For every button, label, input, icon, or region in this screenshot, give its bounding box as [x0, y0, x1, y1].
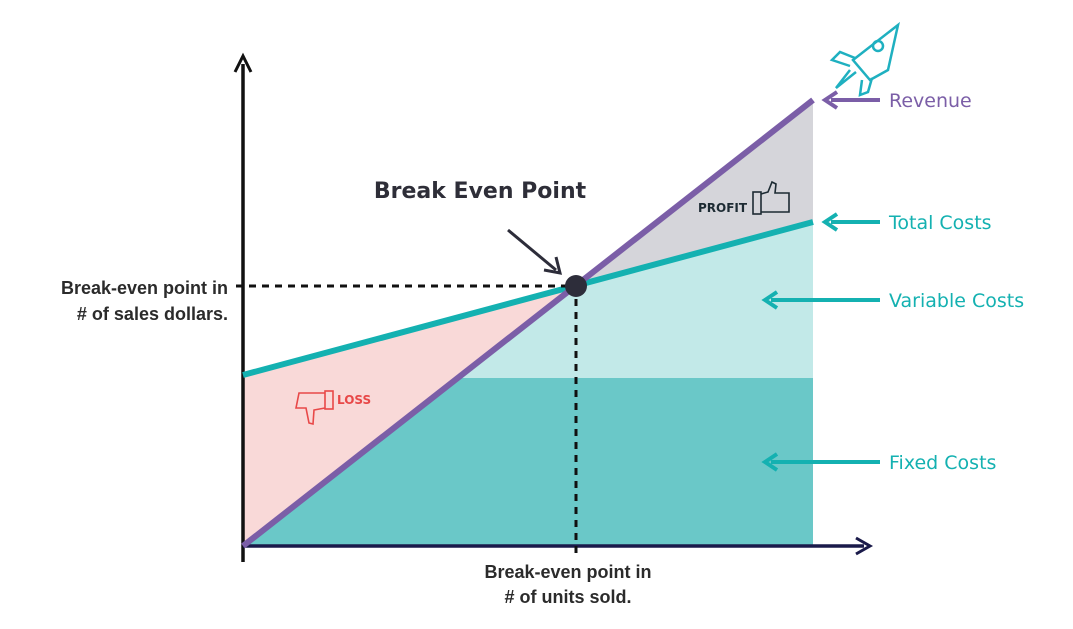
- legend-arrowhead-fixed: [761, 452, 779, 472]
- legend-label-total: Total Costs: [888, 212, 992, 234]
- pointer-arrowhead: [543, 256, 563, 275]
- thumbs-up-icon: [752, 180, 790, 215]
- y-axis-label-line2: # of sales dollars.: [77, 304, 228, 324]
- y-axis-arrow: [233, 52, 253, 73]
- variable-costs-area: [460, 222, 813, 378]
- fixed-costs-area: [243, 378, 813, 546]
- break-even-pointer-arrow: [507, 228, 557, 272]
- legend-arrowhead-total: [821, 212, 839, 232]
- revenue-line: [241, 97, 815, 549]
- legend-arrowhead-revenue: [821, 90, 839, 110]
- thumbs-down-icon: [295, 390, 334, 426]
- legend-label-fixed: Fixed Costs: [889, 452, 996, 474]
- y-axis-label-line1: Break-even point in: [61, 278, 228, 298]
- profit-label: PROFIT: [698, 201, 748, 215]
- legend-arrowhead-variable: [761, 290, 779, 310]
- loss-label: LOSS: [337, 393, 371, 407]
- chart-title: Break Even Point: [374, 179, 587, 204]
- x-axis-arrow: [855, 536, 874, 556]
- x-axis-label-line2: # of units sold.: [504, 587, 631, 607]
- legend-label-variable: Variable Costs: [889, 290, 1024, 312]
- total-costs-line: [242, 219, 814, 378]
- legend-label-revenue: Revenue: [889, 90, 972, 112]
- x-axis-label-line1: Break-even point in: [484, 562, 651, 582]
- break-even-point-marker: [565, 275, 587, 297]
- rocket-icon: [829, 21, 900, 97]
